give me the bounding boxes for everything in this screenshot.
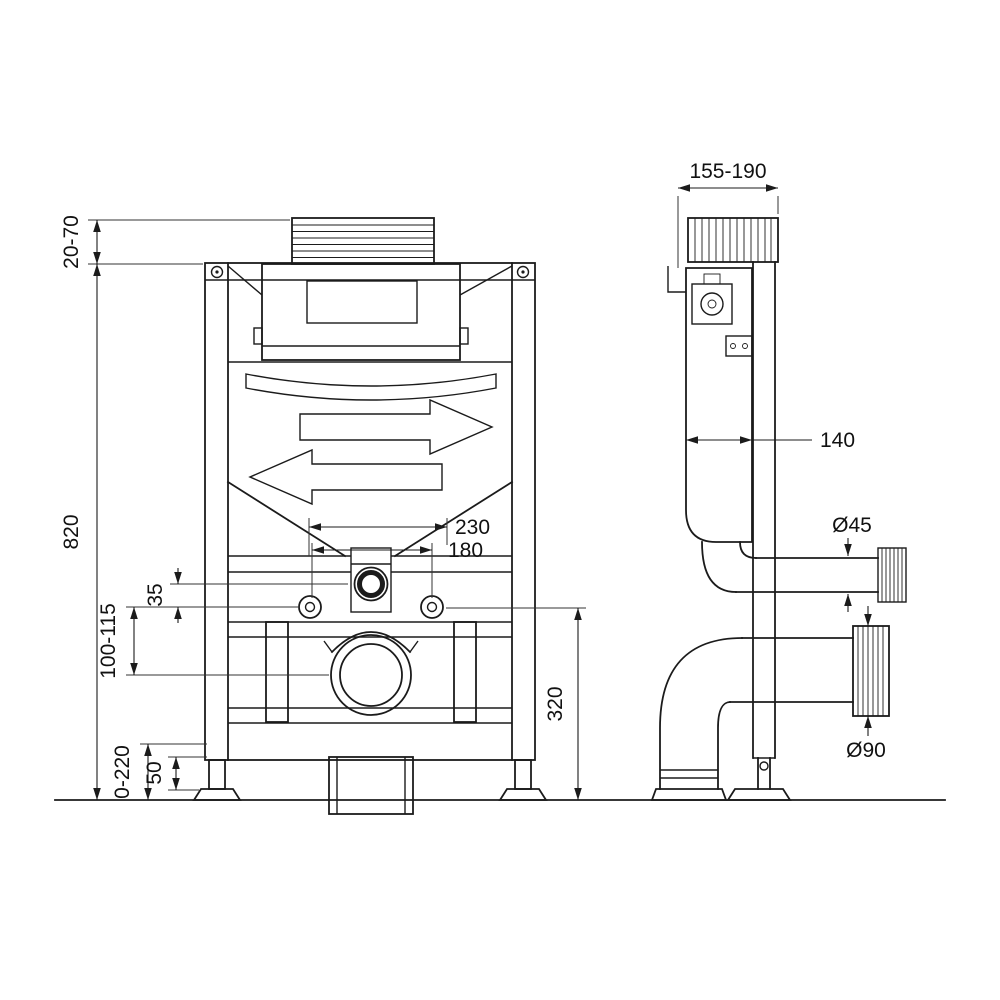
mounting-frame — [204, 262, 536, 761]
dim-total-height: 820 — [60, 264, 101, 800]
fixing-bolts — [298, 595, 444, 619]
dim-floor-adjust-range: 0-220 — [111, 743, 207, 800]
dim-waste-pipe-diameter: Ø90 — [846, 606, 886, 762]
cistern-side — [685, 267, 753, 543]
flush-plate-side — [667, 217, 779, 293]
dim-top-plate-range: 20-70 — [60, 215, 290, 269]
dim-depth-range: 155-190 — [677, 160, 779, 268]
dim-label-flush-pipe-diameter: Ø45 — [832, 514, 872, 537]
dim-label-cistern-depth: 140 — [820, 429, 855, 452]
flush-pipe-outlet — [228, 547, 512, 613]
front-view — [192, 217, 548, 815]
dim-flush-pipe-diameter: Ø45 — [832, 514, 872, 612]
dim-outlet-height: 320 — [446, 607, 586, 800]
dim-label-spacing-180: 180 — [448, 539, 483, 562]
dim-label-depth-range: 155-190 — [689, 160, 766, 183]
dim-label-foot-height: 50 — [143, 761, 166, 784]
dim-spacing-230: 230 — [308, 516, 490, 556]
dim-label-inlet-range: 100-115 — [97, 603, 120, 679]
waste-outlet-front — [228, 621, 512, 724]
flush-plate — [291, 217, 435, 265]
access-box — [253, 263, 469, 361]
dim-label-floor-adjust-range: 0-220 — [111, 745, 134, 799]
dim-flush-offset: 35 — [126, 568, 348, 623]
dim-inlet-range: 100-115 — [97, 603, 329, 679]
flush-bend-side — [701, 541, 907, 603]
side-view — [650, 217, 907, 801]
dim-label-spacing-230: 230 — [455, 516, 490, 539]
waste-elbow-side — [650, 625, 890, 801]
dim-label-outlet-height: 320 — [544, 686, 567, 721]
cistern-front — [226, 361, 514, 558]
dim-foot-height: 50 — [143, 756, 207, 791]
dim-label-total-height: 820 — [60, 514, 83, 549]
adjustable-legs — [192, 756, 548, 815]
dim-label-flush-offset: 35 — [144, 583, 167, 606]
dim-label-top-plate-range: 20-70 — [60, 215, 83, 269]
dim-spacing-180: 180 — [311, 539, 483, 598]
dim-cistern-depth: 140 — [686, 429, 855, 452]
dim-label-waste-pipe-diameter: Ø90 — [846, 739, 886, 762]
side-rail — [726, 261, 792, 801]
